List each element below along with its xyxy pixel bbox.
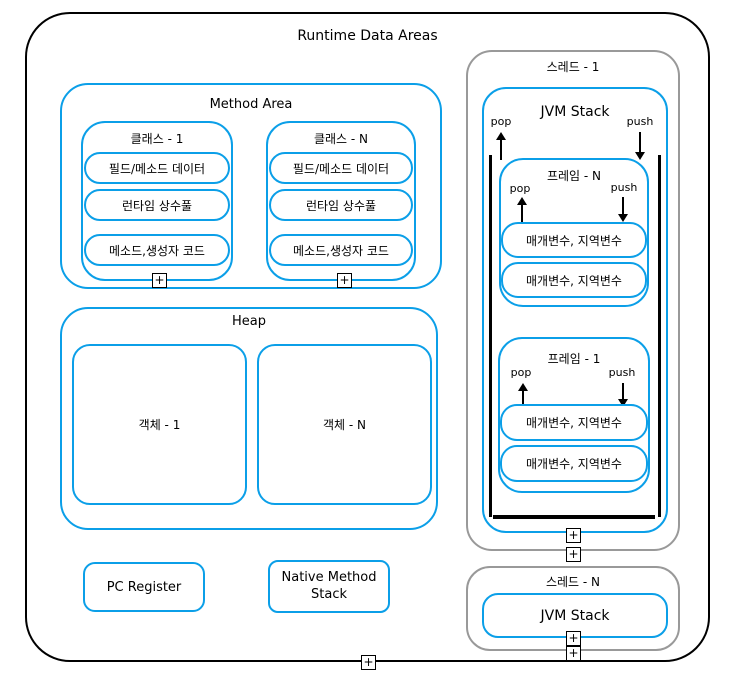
frame-n-title: 프레임 - N (546, 169, 602, 183)
heap-object-1: 객체 - 1 (72, 344, 247, 505)
class-n-runtime-constant-pool: 런타임 상수풀 (269, 189, 413, 221)
plus-glyph: + (363, 655, 374, 669)
class-n-field-method-data: 필드/메소드 데이터 (269, 152, 413, 184)
jvm-stack-pop-arrow-icon (495, 132, 507, 160)
plus-glyph: + (154, 273, 165, 287)
jvm-stack-push-label: push (626, 115, 654, 128)
frame-1-title: 프레임 - 1 (547, 352, 601, 366)
class-n-title: 클래스 - N (313, 132, 369, 146)
class-1-expand-icon[interactable]: + (152, 273, 167, 288)
method-area-title: Method Area (209, 97, 293, 112)
frame-1-vars-slot-2: 매개변수, 지역변수 (500, 445, 648, 482)
class-1-title: 클래스 - 1 (130, 132, 184, 146)
heap-object-n: 객체 - N (257, 344, 432, 505)
thread-n-jvm-stack-expand-icon[interactable]: + (566, 631, 581, 646)
thread-1-expand-icon[interactable]: + (566, 547, 581, 562)
jvm-stack-pop-label: pop (490, 115, 512, 128)
plus-glyph: + (568, 528, 579, 542)
frame-1-pop-arrow-icon (517, 383, 529, 407)
frame-1-push-arrow-icon (617, 383, 629, 407)
frame-n-vars-slot-2: 매개변수, 지역변수 (501, 262, 647, 298)
frame-n-pop-label: pop (509, 182, 531, 195)
class-n-method-constructor-code: 메소드,생성자 코드 (269, 234, 413, 266)
jvm-stack-title: JVM Stack (540, 104, 610, 120)
class-1-method-constructor-code: 메소드,생성자 코드 (84, 234, 230, 266)
plus-glyph: + (568, 547, 579, 561)
frame-n-pop-arrow-icon (516, 197, 528, 222)
frame-1-vars-slot-1: 매개변수, 지역변수 (500, 404, 648, 441)
frame-1-push-label: push (608, 366, 636, 379)
jvm-stack-push-arrow-icon (634, 132, 646, 160)
class-1-runtime-constant-pool: 런타임 상수풀 (84, 189, 230, 221)
diagram-title: Runtime Data Areas (297, 28, 438, 44)
plus-glyph: + (568, 631, 579, 645)
frame-n-push-label: push (610, 181, 638, 194)
native-method-stack-box: Native Method Stack (268, 560, 390, 613)
pc-register-box: PC Register (83, 562, 205, 612)
plus-glyph: + (339, 273, 350, 287)
frame-n-push-arrow-icon (617, 197, 629, 222)
class-n-expand-icon[interactable]: + (337, 273, 352, 288)
thread-n-title: 스레드 - N (545, 575, 601, 589)
stack-floor (493, 515, 655, 519)
stack-wall-left (489, 155, 492, 517)
frame-1-pop-label: pop (510, 366, 532, 379)
heap-title: Heap (232, 314, 266, 329)
plus-glyph: + (568, 646, 579, 660)
stack-wall-right (658, 155, 661, 517)
jvm-stack-expand-icon[interactable]: + (566, 528, 581, 543)
class-1-field-method-data: 필드/메소드 데이터 (84, 152, 230, 184)
frame-n-vars-slot-1: 매개변수, 지역변수 (501, 222, 647, 258)
thread-n-expand-icon[interactable]: + (566, 646, 581, 661)
runtime-data-areas-expand-icon[interactable]: + (361, 655, 376, 670)
thread-1-title: 스레드 - 1 (546, 60, 600, 74)
